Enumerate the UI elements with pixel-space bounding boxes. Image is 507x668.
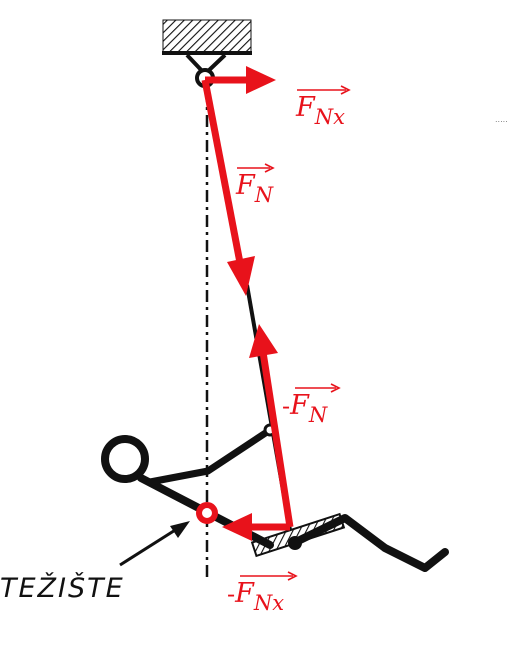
label-neg-fn: -FN — [282, 383, 341, 426]
force-neg-fn-shaft — [259, 351, 294, 528]
pointer-arrowhead — [170, 521, 190, 538]
vector-arrow-icon — [237, 163, 275, 173]
vector-arrow-icon — [295, 383, 341, 393]
decorative-dots: ..... — [495, 115, 507, 124]
center-of-mass-label: TEŽIŠTE — [0, 573, 125, 604]
vector-arrow-icon — [240, 571, 298, 581]
center-of-mass-marker — [196, 502, 218, 524]
pointer-line — [119, 525, 181, 567]
arm — [146, 426, 274, 486]
force-neg-fnx-head — [222, 513, 252, 541]
seat-bolt — [288, 536, 302, 550]
force-fn-shaft — [201, 79, 245, 269]
force-neg-fn-head — [249, 324, 278, 358]
force-fnx-head — [246, 66, 276, 94]
force-vectors — [201, 66, 294, 541]
force-fn-head — [227, 256, 255, 296]
head — [101, 435, 149, 483]
label-neg-fnx: -FNx — [227, 571, 298, 614]
swing-seat — [250, 512, 346, 558]
label-fnx: FNx — [296, 85, 351, 128]
ceiling-hatch — [162, 19, 252, 54]
label-fn: FN — [236, 163, 275, 206]
vector-arrow-icon — [297, 85, 351, 95]
